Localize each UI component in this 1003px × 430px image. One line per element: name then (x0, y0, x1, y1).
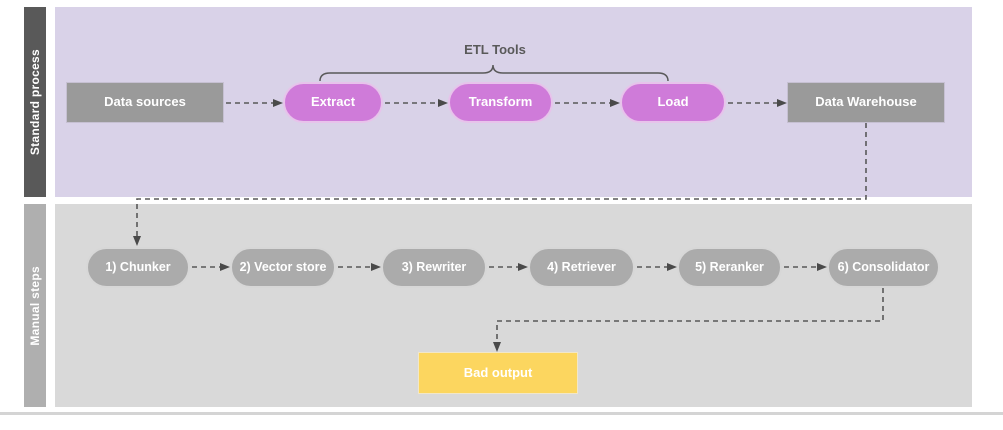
standard-process-lane-header: Standard process (24, 7, 46, 197)
standard-process-lane-label: Standard process (28, 48, 42, 156)
bottom-divider (0, 412, 1003, 415)
node-transform: Transform (448, 82, 553, 123)
node-retriever: 4) Retriever (528, 247, 635, 288)
node-data-sources: Data sources (66, 82, 224, 123)
node-chunker: 1) Chunker (86, 247, 190, 288)
node-load: Load (620, 82, 726, 123)
node-rewriter: 3) Rewriter (381, 247, 487, 288)
node-data-warehouse: Data Warehouse (787, 82, 945, 123)
manual-steps-lane-header: Manual steps (24, 204, 46, 407)
node-consolidator: 6) Consolidator (827, 247, 940, 288)
etl-tools-group-label: ETL Tools (464, 42, 526, 57)
node-extract: Extract (283, 82, 383, 123)
manual-steps-lane-label: Manual steps (28, 265, 42, 346)
node-reranker: 5) Reranker (677, 247, 782, 288)
node-vector-store: 2) Vector store (230, 247, 336, 288)
node-bad-output: Bad output (418, 352, 578, 394)
